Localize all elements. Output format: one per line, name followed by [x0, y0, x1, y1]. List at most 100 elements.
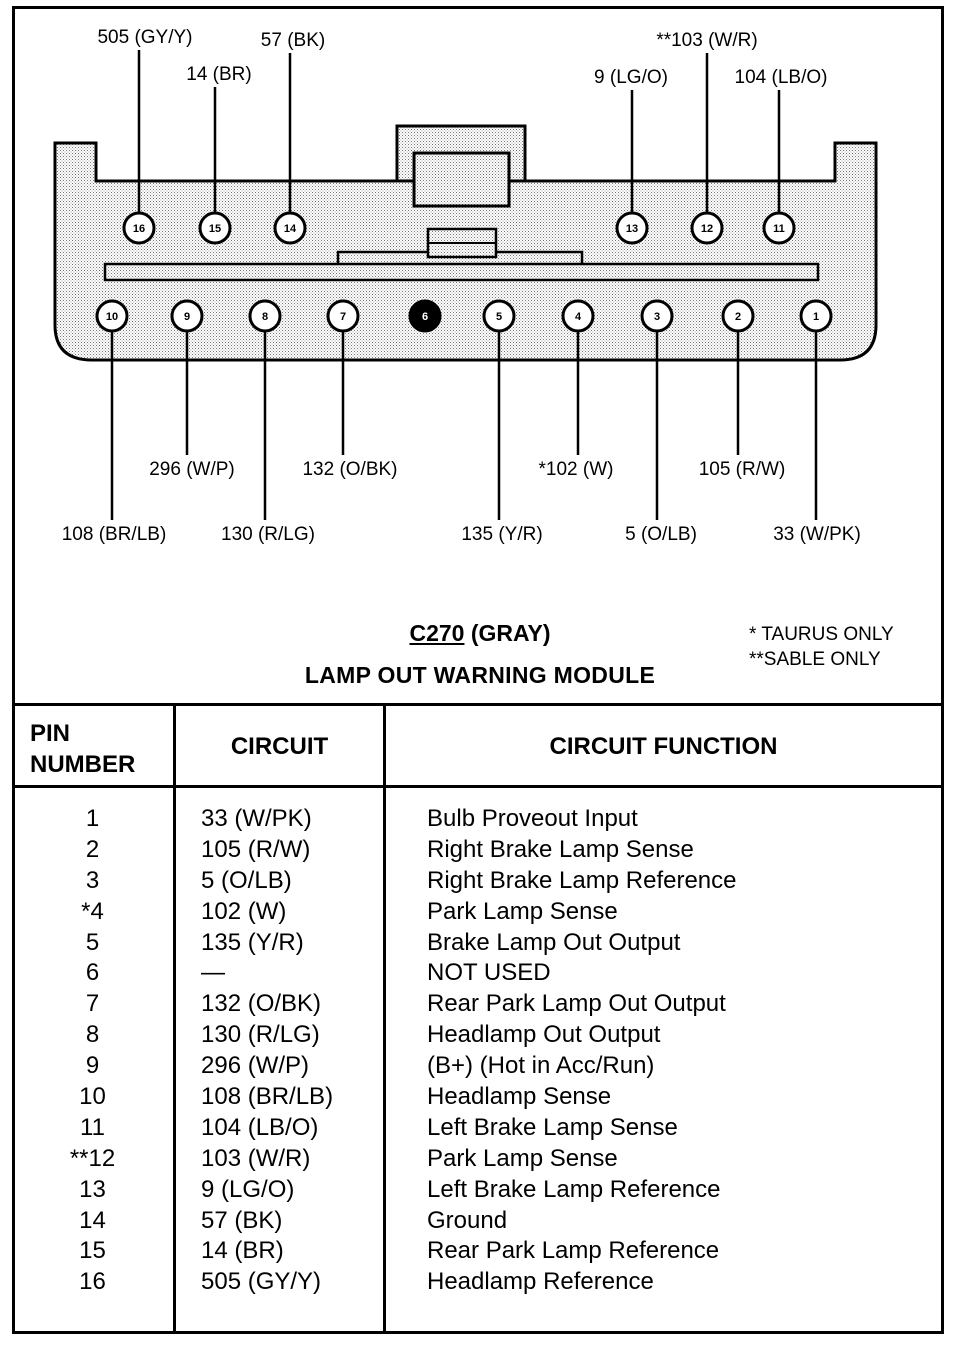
pin-number: 14 [284, 223, 297, 235]
pin-cell: 11 [80, 1113, 105, 1141]
function-cell: Ground [427, 1206, 508, 1234]
module-title: LAMP OUT WARNING MODULE [304, 662, 656, 688]
circuit-cell: 9 (LG/O) [201, 1175, 295, 1203]
pin-cell: 1 [85, 805, 100, 832]
circuit-cell: 105 (R/W) [201, 835, 311, 863]
pin-cell: 15 [79, 1237, 106, 1265]
pin-number: 8 [262, 311, 268, 323]
table-row: 10 108 (BR/LB) Headlamp Sense [0, 1082, 960, 1113]
pin-cell: 6 [85, 959, 100, 987]
pin-number: 3 [654, 311, 660, 323]
pin-number: 9 [184, 311, 190, 323]
table-top-border [12, 703, 944, 706]
pin-6-terminal [408, 299, 442, 333]
function-cell: Headlamp Sense [427, 1083, 612, 1111]
function-cell: (B+) (Hot in Acc/Run) [427, 1052, 655, 1080]
pin-cell: 8 [85, 1021, 100, 1049]
note-sable: **SABLE ONLY [749, 649, 881, 670]
circuit-cell: 108 (BR/LB) [201, 1083, 334, 1111]
pin-circuit-label: 135 (Y/R) [461, 524, 542, 545]
pin-circuit-label: *102 (W) [539, 459, 614, 480]
pin-number: 16 [133, 223, 145, 235]
pin-11-terminal [762, 211, 796, 245]
function-cell: Park Lamp Sense [427, 897, 618, 925]
pin-circuit-label: **103 (W/R) [656, 30, 757, 51]
function-cell: Headlamp Out Output [427, 1021, 661, 1049]
pin-1-terminal [799, 299, 833, 333]
pin-number: 6 [422, 311, 428, 323]
circuit-cell: 505 (GY/Y) [201, 1268, 322, 1296]
header-pin-number: PIN NUMBER [30, 718, 135, 780]
circuit-cell: 132 (O/BK) [201, 990, 322, 1018]
pin-2-terminal [721, 299, 755, 333]
pin-cell: 9 [85, 1052, 100, 1080]
pin-circuit-label: 33 (W/PK) [773, 524, 861, 545]
pin-circuit-label: 104 (LB/O) [735, 67, 828, 88]
pin-14-terminal [273, 211, 307, 245]
pin-cell: **12 [69, 1144, 116, 1172]
pin-number: 15 [209, 223, 221, 235]
function-cell: NOT USED [427, 959, 551, 987]
pin-3-terminal [640, 299, 674, 333]
pin-number: 11 [773, 223, 785, 235]
pin-number: 4 [575, 311, 582, 323]
circuit-cell: 103 (W/R) [201, 1144, 311, 1172]
pin-circuit-label: 130 (R/LG) [221, 524, 315, 545]
locking-tab-inner [412, 151, 511, 208]
function-cell: Bulb Proveout Input [427, 805, 638, 832]
pin-cell: 10 [79, 1083, 106, 1111]
circuit-cell: 102 (W) [201, 897, 287, 925]
pin-cell: 3 [85, 866, 100, 894]
pin-circuit-label: 105 (R/W) [699, 459, 786, 480]
pin-circuit-label: 14 (BR) [186, 64, 251, 85]
function-cell: Headlamp Reference [427, 1268, 654, 1296]
function-cell: Brake Lamp Out Output [427, 928, 681, 956]
function-cell: Left Brake Lamp Sense [427, 1113, 678, 1141]
function-cell: Park Lamp Sense [427, 1144, 618, 1172]
table-row: 3 5 (O/LB) Right Brake Lamp Reference [0, 866, 960, 897]
table-row: **12 103 (W/R) Park Lamp Sense [0, 1144, 960, 1175]
pin-4-terminal [561, 299, 595, 333]
circuit-cell: 5 (O/LB) [201, 866, 292, 894]
pin-12-terminal [690, 211, 724, 245]
pin-number: 5 [496, 311, 502, 323]
connector-rail [103, 262, 820, 282]
pin-5-terminal [482, 299, 516, 333]
circuit-cell: 104 (LB/O) [201, 1113, 319, 1141]
function-cell: Rear Park Lamp Reference [427, 1237, 720, 1265]
note-taurus: * TAURUS ONLY [749, 624, 894, 645]
pin-circuit-label: 108 (BR/LB) [62, 524, 167, 545]
pin-number: 2 [735, 311, 741, 323]
header-pin-number-line: NUMBER [30, 751, 136, 778]
function-cell: Right Brake Lamp Reference [427, 866, 737, 894]
pin-cell: *4 [81, 897, 104, 925]
pin-circuit-label: 57 (BK) [261, 30, 325, 51]
table-row: 6 — NOT USED [0, 958, 960, 989]
pin-7-terminal [326, 299, 360, 333]
pin-9-terminal [170, 299, 204, 333]
pin-number: 7 [340, 311, 346, 323]
header-pin-number-line: PIN [30, 720, 71, 747]
circuit-cell: — [201, 959, 225, 987]
pin-cell: 7 [85, 990, 100, 1018]
pin-16-terminal [122, 211, 156, 245]
table-header-divider [12, 785, 944, 788]
circuit-cell: 33 (W/PK) [201, 805, 312, 832]
pin-circuit-label: 505 (GY/Y) [97, 27, 192, 48]
pin-circuit-label: 296 (W/P) [149, 459, 235, 480]
function-cell: Right Brake Lamp Sense [427, 835, 694, 863]
table-column-divider [383, 706, 386, 1334]
pin-15-terminal [198, 211, 232, 245]
